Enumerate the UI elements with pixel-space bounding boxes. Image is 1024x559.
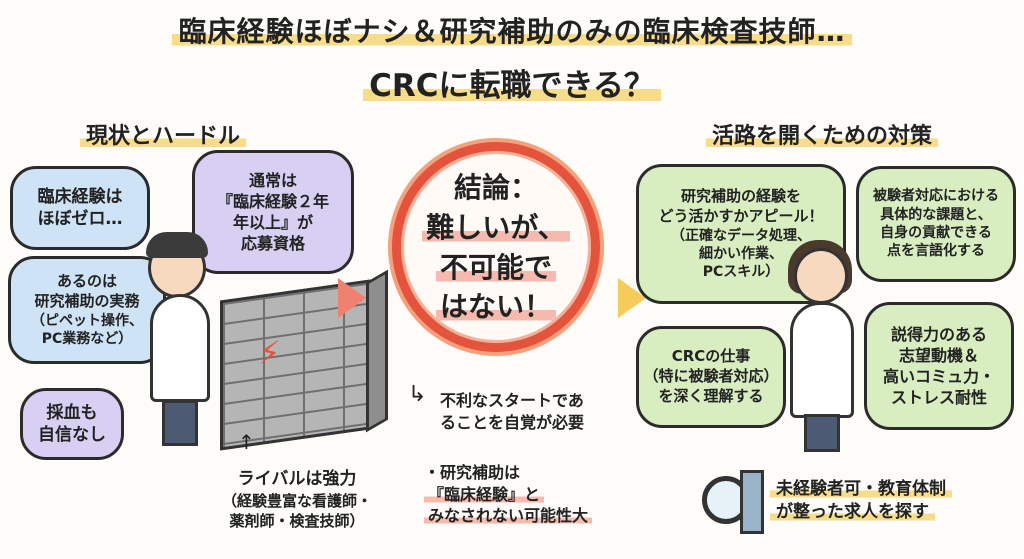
bubble-appeal-research: 研究補助の経験を どう活かすかアピール！ （正確なデータ処理、 細かい作業、 P… [636, 164, 846, 304]
bubble-research-work: あるのは 研究補助の実務 （ピペット操作、 PC業務など） [8, 256, 166, 364]
confident-person-head [794, 248, 848, 304]
job-search-text: 未経験者可・教育体制 が整った求人を探す [770, 478, 952, 524]
rival-text: ライバルは強力 （経験豊富な看護師・ 薬剤師・検査技師） [221, 469, 372, 531]
worried-person-legs [162, 400, 198, 446]
bubble-verbalize: 被験者対応における 具体的な課題と、 自身の貢献できる 点を言語化する [856, 166, 1016, 282]
page-title-line1: 臨床経験ほぼナシ＆研究補助のみの臨床検査技師… [0, 10, 1024, 50]
worried-person-coat [150, 294, 210, 402]
building-icon [740, 470, 764, 534]
arrow-up-icon: ↑ [238, 430, 255, 454]
confident-person-legs [804, 414, 840, 452]
bubble-blood-draw: 採血も 自信なし [20, 388, 124, 460]
confident-person-coat [790, 302, 854, 418]
turn-arrow-icon: ↳ [408, 382, 427, 407]
brick-wall-side [366, 269, 388, 433]
bubble-no-experience: 臨床経験は ほぼゼロ… [10, 166, 150, 250]
bubble-understand-crc: CRCの仕事 （特に被験者対応） を深く理解する [636, 326, 786, 428]
note-not-clinical: ・研究補助は 『臨床経験』と みなされない可能性大 [424, 462, 593, 527]
worried-person-hair [146, 232, 208, 258]
right-heading: 活路を開くための対策 [706, 118, 939, 150]
bubble-requirement: 通常は 『臨床経験２年 年以上』が 応募資格 [192, 150, 354, 274]
crack-icon: ⚡ [258, 334, 281, 372]
arrow-right-icon [338, 278, 366, 318]
conclusion-text: 結論： 難しいが、 不可能で はない！ [392, 168, 600, 327]
note-disadvantage: 不利なスタートであ ることを自覚が必要 [440, 391, 585, 432]
left-heading: 現状とハードル [80, 118, 247, 150]
page-title-line2: CRCに転職できる？ [0, 60, 1024, 105]
bubble-motivation: 説得力のある 志望動機＆ 高いコミュ力・ ストレス耐性 [864, 302, 1014, 430]
